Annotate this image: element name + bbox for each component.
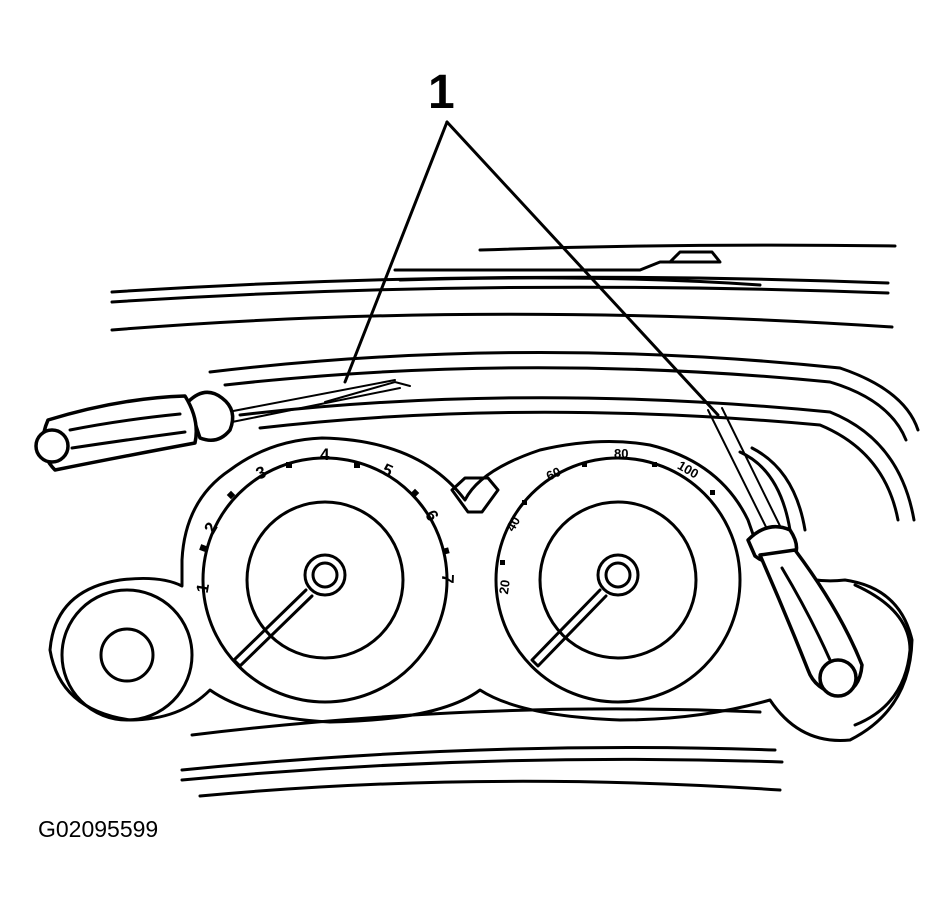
left-small-gauge (60, 588, 194, 722)
right-small-gauge (853, 583, 912, 727)
left-screwdriver (34, 379, 411, 472)
speed-tick: 60 (544, 464, 563, 484)
dashboard-contours (110, 243, 920, 532)
screwdriver-icon (818, 658, 858, 698)
speed-tick: 40 (503, 514, 523, 534)
speed-tick: 80 (614, 446, 628, 461)
figure-id: G02095599 (38, 816, 158, 842)
callout-label: 1 (428, 66, 455, 119)
tach-tick: 1 (193, 582, 213, 595)
speed-tick: 20 (496, 579, 513, 595)
tach-tick: 4 (320, 445, 330, 464)
right-screwdriver (707, 407, 864, 698)
tach-tick: 7 (438, 574, 457, 584)
speedometer-gauge: 20 40 60 80 100 (494, 446, 742, 704)
tachometer-ticks: 1 2 3 4 5 6 7 (193, 445, 457, 594)
tachometer-gauge: 1 2 3 4 5 6 7 (193, 445, 457, 704)
callout-leaders (343, 120, 720, 417)
screwdriver-icon (34, 428, 70, 464)
speed-tick: 100 (675, 458, 701, 482)
lower-dash-contours (180, 707, 784, 798)
